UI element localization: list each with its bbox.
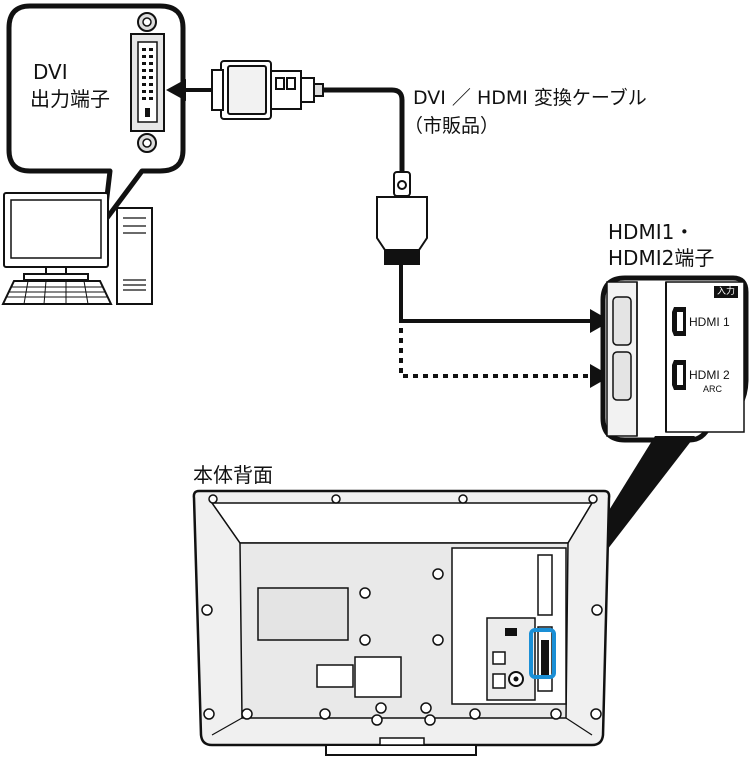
- pc-tower-icon: [116, 207, 153, 305]
- hdmi-terminal-label-line2: HDMI2端子: [608, 246, 715, 270]
- input-tag: 入力: [714, 286, 739, 298]
- dvi-output-label-line1: DVI: [33, 60, 68, 84]
- dvi-output-label-line2: 出力端子: [30, 87, 110, 111]
- cable-label-line1: DVI ／ HDMI 変換ケーブル: [413, 87, 647, 109]
- hdmi-plug-icon: [376, 171, 428, 265]
- tv-rear-illustration: [192, 489, 611, 756]
- dvi-plug-icon: [211, 60, 324, 120]
- tv-rear-label: 本体背面: [193, 463, 273, 487]
- hdmi2-port-icon: [672, 360, 686, 390]
- hdmi-terminal-label-line1: HDMI1・: [608, 220, 695, 244]
- hdmi2-arc-label: ARC: [703, 384, 723, 394]
- hdmi2-port-label: HDMI 2: [689, 368, 730, 382]
- dvi-output-port-icon: [130, 12, 165, 153]
- hdmi1-port-icon: [672, 307, 686, 336]
- pc-illustration: [1, 192, 153, 305]
- cable-label-line2: （市販品）: [404, 115, 500, 137]
- dvi-hdmi-cable: [211, 60, 611, 388]
- pc-dvi-callout: [6, 3, 212, 225]
- dvi-arrow-icon: [166, 79, 212, 101]
- hdmi-ports-highlight: [529, 628, 556, 679]
- hdmi1-port-label: HDMI 1: [689, 315, 730, 329]
